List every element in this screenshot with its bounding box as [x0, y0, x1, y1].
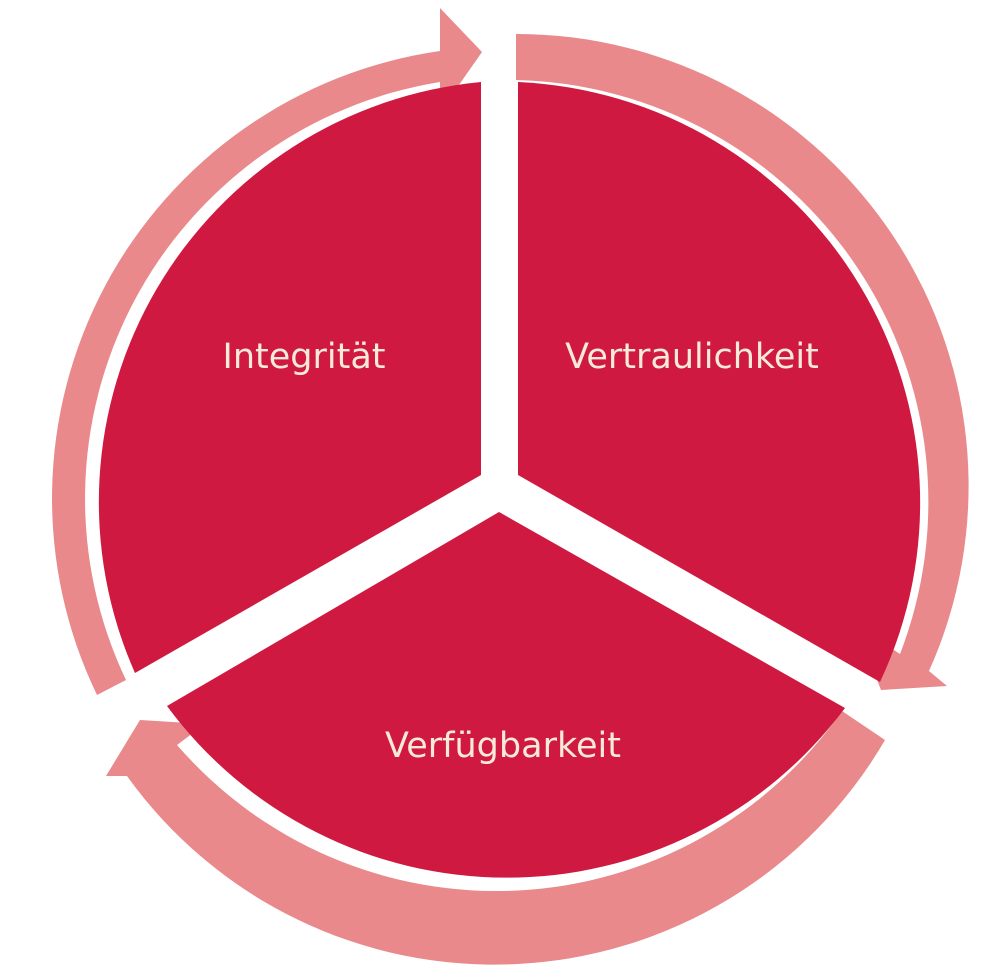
segment-verfuegbarkeit [167, 512, 845, 878]
arrow-integritaet-to-vertraulichkeit-icon [52, 8, 482, 695]
label-verfuegbarkeit: Verfügbarkeit [385, 726, 621, 766]
segment-vertraulichkeit [518, 82, 921, 682]
ring-arrows [52, 8, 969, 965]
arrow-verfuegbarkeit-to-integritaet-icon [106, 711, 885, 965]
pie-segments [98, 82, 921, 878]
arrow-vertraulichkeit-to-verfuegbarkeit-icon [516, 33, 969, 690]
label-vertraulichkeit: Vertraulichkeit [565, 337, 819, 377]
segment-integritaet [98, 82, 482, 673]
label-integritaet: Integrität [223, 337, 386, 377]
